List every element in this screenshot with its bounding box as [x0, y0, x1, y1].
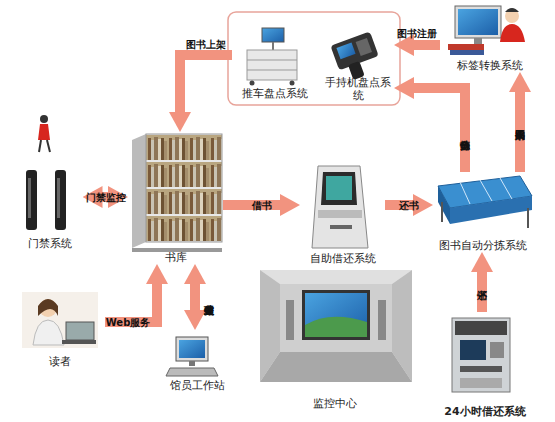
- flow-arrow: [190, 280, 200, 314]
- edge-label: Web服务: [106, 317, 151, 328]
- edge-label: 图书上架: [186, 39, 226, 50]
- edge-label: 门禁监控: [86, 192, 126, 203]
- flow-arrow: [515, 88, 525, 172]
- system-node: 监控中心: [255, 268, 415, 410]
- system-node: 标签转换系统: [440, 2, 540, 72]
- system-node: 书库: [128, 132, 223, 264]
- flow-arrow: [410, 40, 440, 50]
- flow-arrow: [180, 55, 232, 116]
- system-node: 24小时借还系统: [430, 312, 540, 418]
- edge-label: 借书: [252, 200, 272, 211]
- system-node: 门禁系统: [15, 160, 85, 250]
- node-label: 手持机盘点系统: [322, 76, 394, 102]
- system-node: 自助借还系统: [300, 160, 385, 265]
- node-label: 监控中心: [313, 397, 357, 410]
- node-label: 书库: [165, 251, 187, 264]
- node-label: 标签转换系统: [457, 59, 523, 72]
- node-label: 馆员工作站: [170, 379, 225, 392]
- node-label: 读者: [49, 355, 71, 368]
- edge-label: 还书: [399, 200, 419, 211]
- node-label: 门禁系统: [28, 237, 72, 250]
- system-node: 读者: [15, 288, 105, 368]
- node-label: 图书自动分拣系统: [439, 239, 527, 252]
- edge-label: 图书注册: [397, 28, 437, 39]
- system-node: 手持机盘点系统: [322, 28, 394, 102]
- flow-arrow: [105, 280, 157, 322]
- flow-arrow: [477, 268, 487, 312]
- node-label: 24小时借还系统: [444, 405, 525, 418]
- flow-arrow: [410, 88, 465, 172]
- flow-arrow: [223, 200, 284, 210]
- node-label: 自助借还系统: [310, 252, 376, 265]
- node-label: 推车盘点系统: [242, 87, 308, 100]
- system-node: 馆员工作站: [160, 330, 235, 392]
- system-node: 推车盘点系统: [232, 28, 317, 100]
- system-node: 图书自动分拣系统: [433, 172, 533, 252]
